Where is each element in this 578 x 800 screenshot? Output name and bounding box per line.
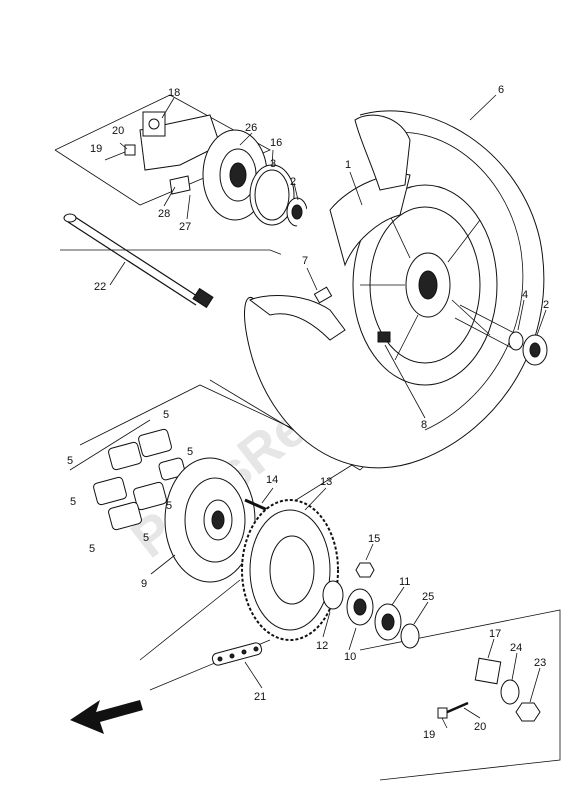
callout-23: 23 (534, 657, 546, 669)
callout-19-bottom: 19 (423, 729, 435, 741)
callout-26: 26 (245, 122, 257, 134)
callout-14: 14 (266, 474, 278, 486)
right-collar-bearing (454, 304, 548, 366)
swingarm-end-adjuster (437, 657, 541, 722)
callout-6: 6 (498, 84, 504, 96)
callout-5-b: 5 (67, 455, 73, 467)
callout-16: 16 (270, 137, 282, 149)
callout-25: 25 (422, 591, 434, 603)
callout-24: 24 (510, 642, 522, 654)
hub-bearings (322, 580, 420, 649)
callout-5-a: 5 (163, 409, 169, 421)
callout-1: 1 (345, 159, 351, 171)
callout-11: 11 (399, 576, 410, 588)
callout-18: 18 (168, 87, 180, 99)
damper-rubbers (93, 428, 186, 531)
callout-19-top: 19 (90, 143, 102, 155)
callout-12: 12 (316, 640, 328, 652)
callout-13: 13 (320, 476, 332, 488)
callout-4: 4 (522, 289, 528, 301)
leader-lines (109, 94, 547, 729)
rear-sprocket (241, 499, 339, 641)
callout-5-f: 5 (89, 543, 95, 555)
callout-5-g: 5 (143, 532, 149, 544)
callout-2-left: 2 (290, 176, 296, 188)
callout-20-bottom: 20 (474, 721, 486, 733)
callout-15: 15 (368, 533, 380, 545)
nut-part (355, 562, 375, 578)
callout-5-d: 5 (70, 496, 76, 508)
callout-27: 27 (179, 221, 191, 233)
callout-5-e: 5 (166, 500, 172, 512)
rear-wheel (244, 110, 545, 469)
callout-21: 21 (254, 691, 266, 703)
drive-chain (211, 642, 263, 666)
callout-5-c: 5 (187, 446, 193, 458)
chain-adjuster-bracket (104, 111, 221, 195)
callout-3: 3 (270, 158, 276, 170)
callout-22: 22 (94, 281, 106, 293)
callout-10: 10 (344, 651, 356, 663)
callout-2-right: 2 (543, 299, 549, 311)
callout-20-top: 20 (112, 125, 124, 137)
axle-part (63, 213, 214, 309)
callout-28: 28 (158, 208, 170, 220)
sprocket-hub (164, 457, 256, 583)
callout-7: 7 (302, 255, 308, 267)
callout-17: 17 (489, 628, 501, 640)
callout-labels: 1 2 2 3 4 5 5 5 5 5 5 5 6 7 8 9 10 11 12… (67, 84, 549, 741)
callout-9: 9 (141, 578, 147, 590)
front-direction-arrow-icon (70, 700, 143, 734)
callout-8: 8 (421, 419, 427, 431)
